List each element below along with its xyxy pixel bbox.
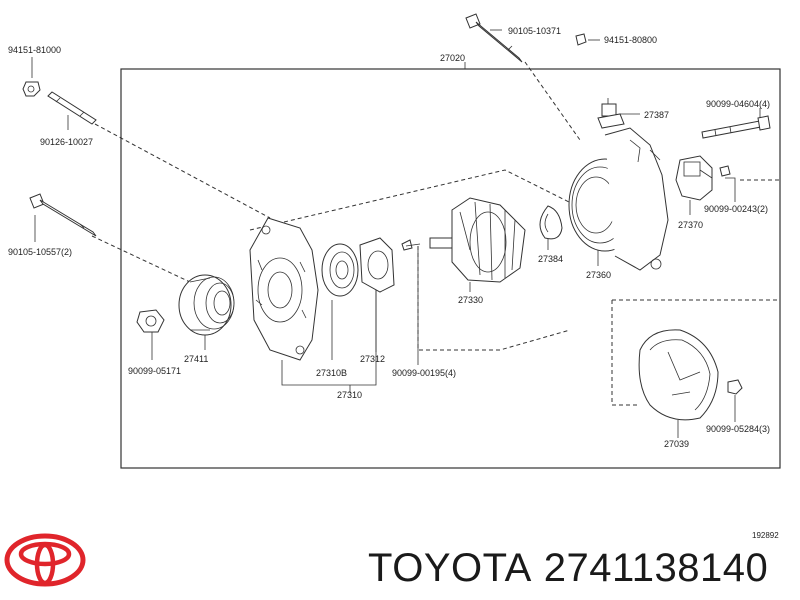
callout-27360: 27360: [586, 270, 611, 280]
callout-27330: 27330: [458, 295, 483, 305]
part-number: 2741138140: [543, 546, 769, 590]
callout-94151-81000: 94151-81000: [8, 45, 61, 55]
rotor-icon: [429, 197, 526, 283]
regulator-icon: [675, 155, 713, 201]
stator-frame-icon: [568, 127, 669, 271]
callout-90126-10027: 90126-10027: [40, 137, 93, 147]
callout-27312: 27312: [360, 354, 385, 364]
pulley-icon: [178, 274, 235, 336]
callout-27020: 27020: [440, 53, 465, 63]
screw-icon: [401, 239, 421, 251]
nut-icon: [22, 81, 41, 97]
pulley-nut-icon: [136, 309, 165, 333]
callout-27411: 27411: [184, 354, 208, 364]
callout-94151-80800: 94151-80800: [604, 35, 657, 45]
toyota-logo-icon: [4, 533, 86, 587]
regulator-screw-icon: [719, 165, 731, 177]
callout-90099-04604: 90099-04604(4): [706, 99, 770, 109]
callout-90099-00243: 90099-00243(2): [704, 204, 768, 214]
terminal-insulator-icon: [597, 98, 625, 129]
callout-27310B: 27310B: [316, 368, 347, 378]
callout-27039: 27039: [664, 439, 689, 449]
cover-bolt-icon: [701, 115, 771, 139]
drawing-number: 192892: [752, 531, 779, 540]
rear-cover-icon: [638, 329, 719, 421]
bolt-icon: [29, 193, 97, 237]
retainer-plate-icon: [359, 237, 395, 293]
callout-27370: 27370: [678, 220, 703, 230]
brand-name: TOYOTA: [368, 546, 532, 590]
callout-90105-10371: 90105-10371: [508, 26, 561, 36]
callout-90099-00195: 90099-00195(4): [392, 368, 456, 378]
callout-labels: 94151-81000 90126-10027 90105-10557(2) 9…: [8, 26, 779, 540]
callout-27387: 27387: [644, 110, 669, 120]
terminal-nut-icon: [575, 33, 587, 46]
assembly-frame: [120, 68, 781, 469]
drive-end-frame-icon: [249, 217, 319, 361]
stud-bolt-icon: [47, 91, 97, 125]
callout-90099-05284: 90099-05284(3): [706, 424, 770, 434]
through-bolt-icon: [465, 13, 523, 63]
bearing-icon: [321, 243, 359, 297]
callout-90105-10557: 90105-10557(2): [8, 247, 72, 257]
snap-ring-icon: [539, 205, 563, 240]
callout-27384: 27384: [538, 254, 563, 264]
callout-90099-05171: 90099-05171: [128, 366, 181, 376]
callout-27310: 27310: [337, 390, 362, 400]
cover-nut-icon: [727, 379, 743, 395]
leader-lines: [31, 29, 761, 438]
